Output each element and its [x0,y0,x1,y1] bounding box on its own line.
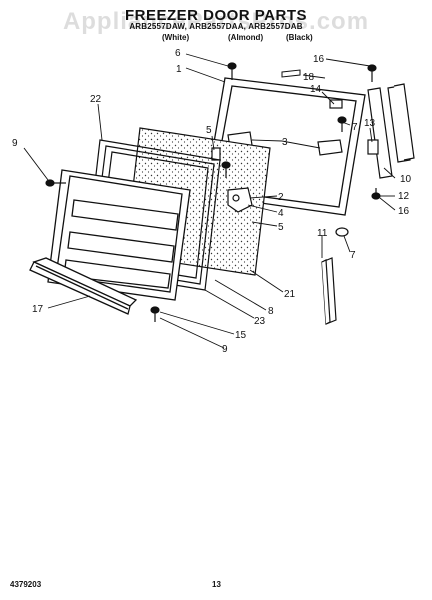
callout-22: 22 [90,94,102,105]
door-handle-part [387,83,415,163]
callout-16-top: 16 [313,54,325,65]
color-label-white: (White) [162,33,190,42]
watermark: AppliancePartsPros.com [62,8,370,35]
callout-2: 2 [278,192,284,203]
callout-17: 17 [32,304,44,315]
hinge-assembly-part [227,187,253,213]
screw-icon [45,179,66,187]
color-label-black: (Black) [286,33,313,42]
callout-8: 8 [268,306,274,317]
callout-5-bottom: 5 [278,222,284,233]
screw-icon [367,64,377,82]
callout-16-bottom: 16 [398,206,410,217]
cap-part [335,227,349,237]
screw-icon [150,306,160,322]
callout-13: 13 [364,118,376,129]
document-number: 4379203 [10,580,42,589]
callout-14: 14 [310,84,322,95]
trim-bar-part [321,257,337,325]
callout-18: 18 [303,72,315,83]
page-number: 13 [212,580,221,589]
callout-7-top: 7 [352,122,358,133]
callout-12: 12 [398,191,410,202]
callout-9-left: 9 [12,138,18,149]
callout-5-top: 5 [206,125,212,136]
screw-icon [211,147,231,178]
page-title: FREEZER DOOR PARTS [124,7,308,24]
callout-4: 4 [278,208,284,219]
callout-11: 11 [317,228,328,239]
kick-plate-part [29,257,138,315]
callout-23: 23 [254,316,266,327]
color-label-almond: (Almond) [228,33,264,42]
door-liner-part [47,169,191,301]
handle-mount-part [329,99,347,132]
screw-icon [371,188,381,200]
plate-part [281,69,301,78]
callout-1: 1 [176,64,182,75]
callout-3: 3 [282,137,288,148]
callout-21: 21 [284,289,296,300]
callout-7-bottom: 7 [350,250,356,261]
callout-10: 10 [400,174,412,185]
handle-end-cap-part [367,87,393,179]
leader-lines [23,53,396,349]
callout-9-bottom: 9 [222,344,228,355]
model-numbers: ARB2557DAW, ARB2557DAA, ARB2557DAB [129,22,303,31]
screw-icon [227,62,237,80]
callout-15: 15 [235,330,247,341]
callout-labels: 6 1 16 18 14 22 7 13 5 3 9 10 2 12 4 16 … [12,48,412,355]
callout-6: 6 [175,48,181,59]
